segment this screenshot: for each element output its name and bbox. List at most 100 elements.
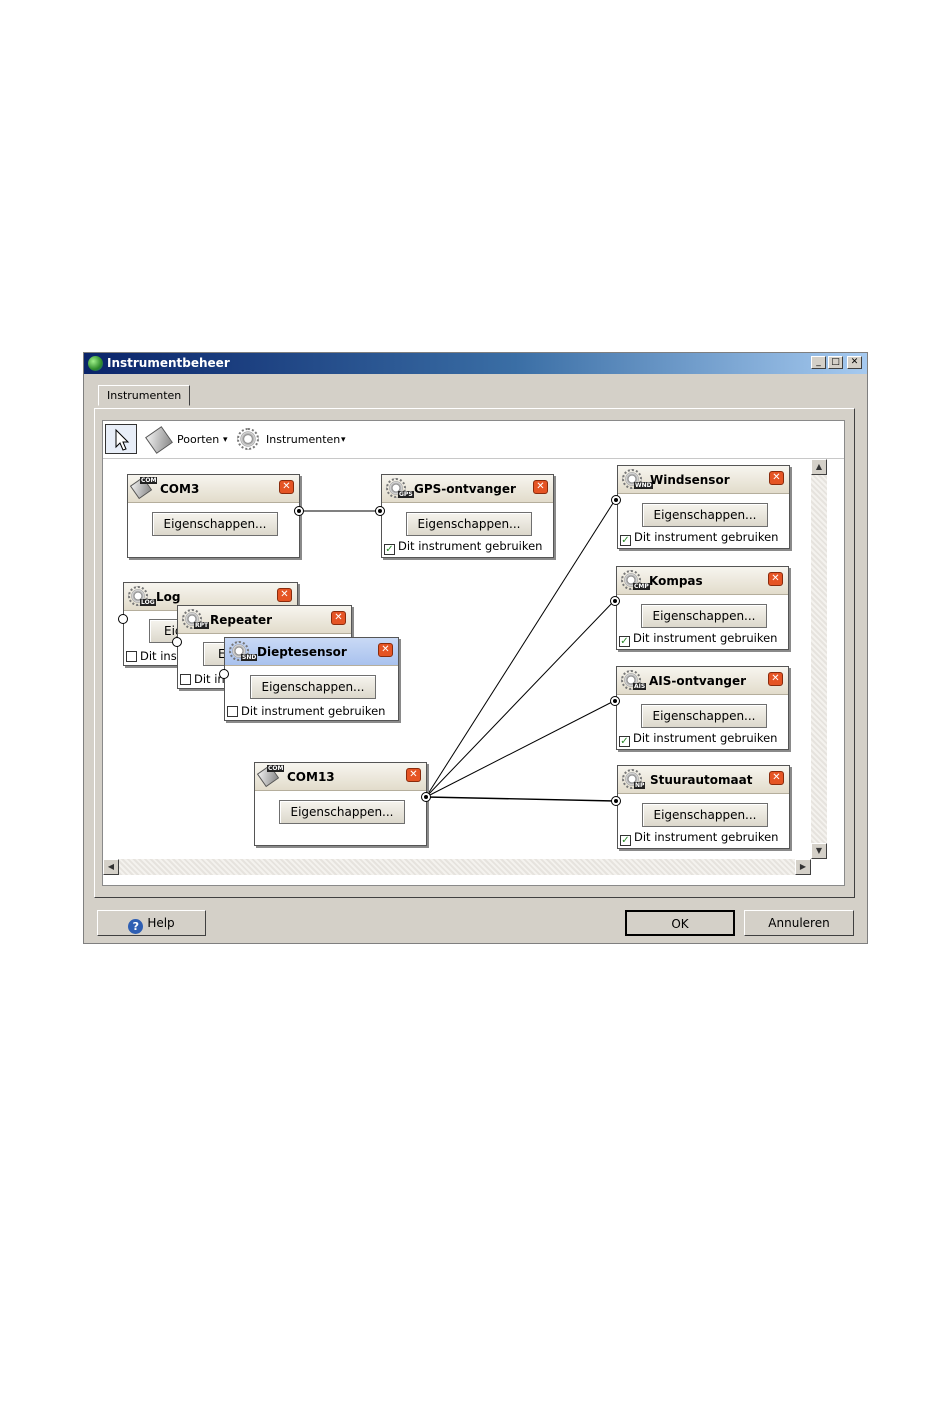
remove-button[interactable]: ✕: [533, 480, 548, 494]
properties-button[interactable]: Eigenschappen...: [152, 512, 278, 536]
remove-button[interactable]: ✕: [277, 588, 292, 602]
remove-button[interactable]: ✕: [406, 768, 421, 782]
properties-button[interactable]: Eigenschappen...: [406, 512, 532, 536]
checkbox-unchecked[interactable]: [227, 706, 238, 717]
checkbox-unchecked[interactable]: [180, 674, 191, 685]
instrument-manager-window: Instrumentbeheer _ □ ✕ Instrumenten Poor…: [83, 352, 868, 944]
node-title: Repeater: [210, 613, 272, 627]
properties-button[interactable]: Eigenschappen...: [641, 704, 767, 728]
minimize-button[interactable]: _: [811, 356, 826, 369]
title-bar[interactable]: Instrumentbeheer _ □ ✕: [84, 353, 867, 374]
connector-kompas[interactable]: [610, 596, 620, 606]
properties-button[interactable]: Eigenschappen...: [641, 604, 767, 628]
pointer-icon: [115, 428, 130, 451]
scroll-down-button[interactable]: ▼: [811, 843, 827, 859]
instrument-badge: RPT: [194, 622, 210, 629]
node-header[interactable]: COM COM3 ✕: [128, 475, 299, 503]
connector-stuurautomaat[interactable]: [611, 796, 621, 806]
node-title: Log: [156, 590, 181, 604]
use-instrument-checkbox[interactable]: ✓Dit instrument gebruiken: [619, 631, 777, 647]
maximize-button[interactable]: □: [828, 356, 843, 369]
scroll-up-button[interactable]: ▲: [811, 459, 827, 475]
remove-button[interactable]: ✕: [768, 672, 783, 686]
node-title: AIS-ontvanger: [649, 674, 747, 688]
connector-gps[interactable]: [375, 506, 385, 516]
instrument-node-kompas[interactable]: CMP Kompas ✕ Eigenschappen... ✓Dit instr…: [616, 566, 789, 650]
port-badge: COM: [267, 765, 285, 772]
connection-canvas[interactable]: COM COM3 ✕ Eigenschappen... GPS GPS-ontv…: [103, 459, 811, 859]
remove-button[interactable]: ✕: [378, 643, 393, 657]
checkbox-checked[interactable]: ✓: [619, 736, 630, 747]
node-header[interactable]: NP Stuurautomaat ✕: [618, 766, 789, 794]
instrument-node-gps[interactable]: GPS GPS-ontvanger ✕ Eigenschappen... ✓Di…: [381, 474, 554, 558]
node-header[interactable]: GPS GPS-ontvanger ✕: [382, 475, 553, 503]
instrument-editor: Poorten ▾ Instrumenten ▾ COM: [102, 420, 845, 886]
node-header[interactable]: WND Windsensor ✕: [618, 466, 789, 494]
connection-com13-wind[interactable]: [425, 499, 616, 798]
scroll-right-button[interactable]: ▶: [795, 859, 811, 875]
instrument-node-stuurautomaat[interactable]: NP Stuurautomaat ✕ Eigenschappen... ✓Dit…: [617, 765, 790, 849]
use-instrument-checkbox[interactable]: ✓Dit instrument gebruiken: [384, 539, 542, 555]
node-header[interactable]: CMP Kompas ✕: [617, 567, 788, 595]
checkbox-unchecked[interactable]: [126, 651, 137, 662]
instrument-badge: LOG: [140, 599, 156, 606]
connector-dieptesensor[interactable]: [219, 669, 229, 679]
remove-button[interactable]: ✕: [768, 572, 783, 586]
connection-com13-compass[interactable]: [425, 600, 615, 798]
instrument-node-dieptesensor[interactable]: SND Dieptesensor ✕ Eigenschappen... Dit …: [224, 637, 399, 721]
connector-windsensor[interactable]: [611, 495, 621, 505]
toolbar: Poorten ▾ Instrumenten ▾: [103, 421, 844, 459]
remove-button[interactable]: ✕: [769, 771, 784, 785]
checkbox-checked[interactable]: ✓: [384, 544, 395, 555]
connector-ais[interactable]: [610, 696, 620, 706]
instrument-badge: NP: [634, 782, 646, 789]
properties-button[interactable]: Eigenschappen...: [642, 503, 768, 527]
node-header[interactable]: SND Dieptesensor ✕: [225, 638, 398, 666]
node-title: GPS-ontvanger: [414, 482, 516, 496]
properties-button[interactable]: Eigenschappen...: [642, 803, 768, 827]
instrument-node-ais[interactable]: AIS AIS-ontvanger ✕ Eigenschappen... ✓Di…: [616, 666, 789, 750]
window-title: Instrumentbeheer: [107, 356, 230, 370]
connector-com3[interactable]: [294, 506, 304, 516]
node-header[interactable]: COM COM13 ✕: [255, 763, 426, 791]
use-instrument-checkbox[interactable]: ✓Dit instrument gebruiken: [619, 731, 777, 747]
port-badge: COM: [140, 477, 158, 484]
use-instrument-checkbox[interactable]: Dit instrument gebruiken: [227, 704, 385, 718]
use-instrument-checkbox[interactable]: Dit in: [180, 672, 225, 686]
checkbox-checked[interactable]: ✓: [620, 835, 631, 846]
scroll-left-button[interactable]: ◀: [103, 859, 119, 875]
tab-panel: [94, 408, 855, 898]
horizontal-scrollbar[interactable]: ◀ ▶: [103, 859, 811, 875]
remove-button[interactable]: ✕: [279, 480, 294, 494]
ok-button[interactable]: OK: [625, 910, 735, 936]
use-instrument-checkbox[interactable]: Dit inst: [126, 649, 181, 663]
use-instrument-checkbox[interactable]: ✓Dit instrument gebruiken: [620, 830, 778, 846]
node-header[interactable]: RPT Repeater ✕: [178, 606, 351, 634]
instrument-node-windsensor[interactable]: WND Windsensor ✕ Eigenschappen... ✓Dit i…: [617, 465, 790, 549]
instrument-badge: CMP: [633, 583, 650, 590]
connection-com13-autopilot[interactable]: [425, 796, 616, 802]
help-icon: ?: [128, 919, 144, 934]
remove-button[interactable]: ✕: [769, 471, 784, 485]
connection-com13-ais[interactable]: [425, 700, 615, 798]
remove-button[interactable]: ✕: [331, 611, 346, 625]
connector-log[interactable]: [118, 614, 128, 624]
instrument-badge: WND: [634, 482, 653, 489]
connector-repeater[interactable]: [172, 637, 182, 647]
cancel-button[interactable]: Annuleren: [744, 910, 854, 936]
tab-instrumenten[interactable]: Instrumenten: [98, 385, 191, 406]
close-button[interactable]: ✕: [847, 356, 862, 369]
node-header[interactable]: AIS AIS-ontvanger ✕: [617, 667, 788, 695]
connector-com13[interactable]: [421, 792, 431, 802]
use-instrument-checkbox[interactable]: ✓Dit instrument gebruiken: [620, 530, 778, 546]
select-tool-button[interactable]: [105, 424, 137, 454]
vertical-scrollbar[interactable]: ▲ ▼: [811, 459, 827, 859]
port-node-com3[interactable]: COM COM3 ✕ Eigenschappen...: [127, 474, 300, 558]
port-node-com13[interactable]: COM COM13 ✕ Eigenschappen...: [254, 762, 427, 846]
checkbox-checked[interactable]: ✓: [619, 636, 630, 647]
properties-button[interactable]: Eigenschappen...: [250, 675, 376, 699]
properties-button[interactable]: Eigenschappen...: [279, 800, 405, 824]
plug-icon: [145, 426, 173, 454]
help-button[interactable]: ?Help: [97, 910, 206, 936]
checkbox-checked[interactable]: ✓: [620, 535, 631, 546]
